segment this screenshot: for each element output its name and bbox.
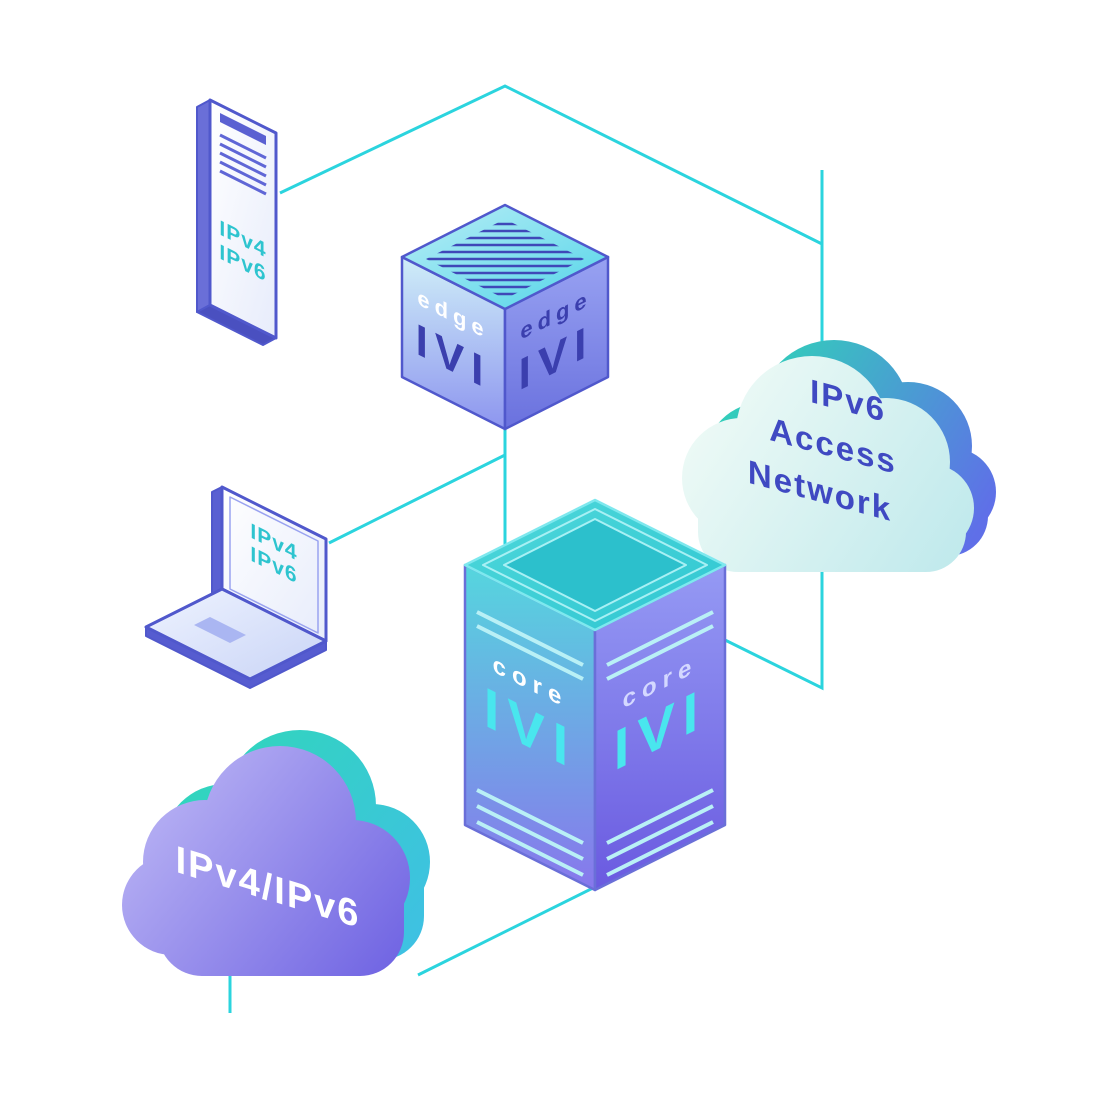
ipv6-access-cloud: IPv6 Access Network (682, 340, 996, 572)
core-top-inner-panel (503, 518, 687, 612)
dual-stack-cloud-body (122, 746, 410, 976)
core-top-inner-border (482, 508, 708, 622)
connector-laptop-to-core (328, 453, 506, 545)
smartphone-text-lines (219, 133, 267, 196)
dual-stack-cloud: IPv4/IPv6 (122, 730, 430, 976)
core-right-stripes (606, 610, 714, 877)
core-left-stripes (476, 610, 584, 877)
laptop-screen-bezel (229, 496, 319, 634)
core-router: core IVI core IVI (463, 498, 727, 892)
smartphone-notch (220, 113, 266, 145)
smartphone: IPv4 IPv6 (196, 98, 278, 346)
smartphone-side (196, 99, 211, 313)
edge-cube-top-face (400, 203, 610, 311)
laptop: IPv4 IPv6 (144, 485, 328, 689)
edge-router-cube: edge IVI edge IVI (400, 203, 610, 431)
smartphone-screen (208, 98, 278, 340)
connector-phone-to-right-rail (279, 84, 823, 246)
laptop-touchpad (194, 617, 246, 643)
connector-core-to-dual-cloud (417, 885, 596, 977)
ipv6-access-cloud-body (682, 356, 974, 572)
